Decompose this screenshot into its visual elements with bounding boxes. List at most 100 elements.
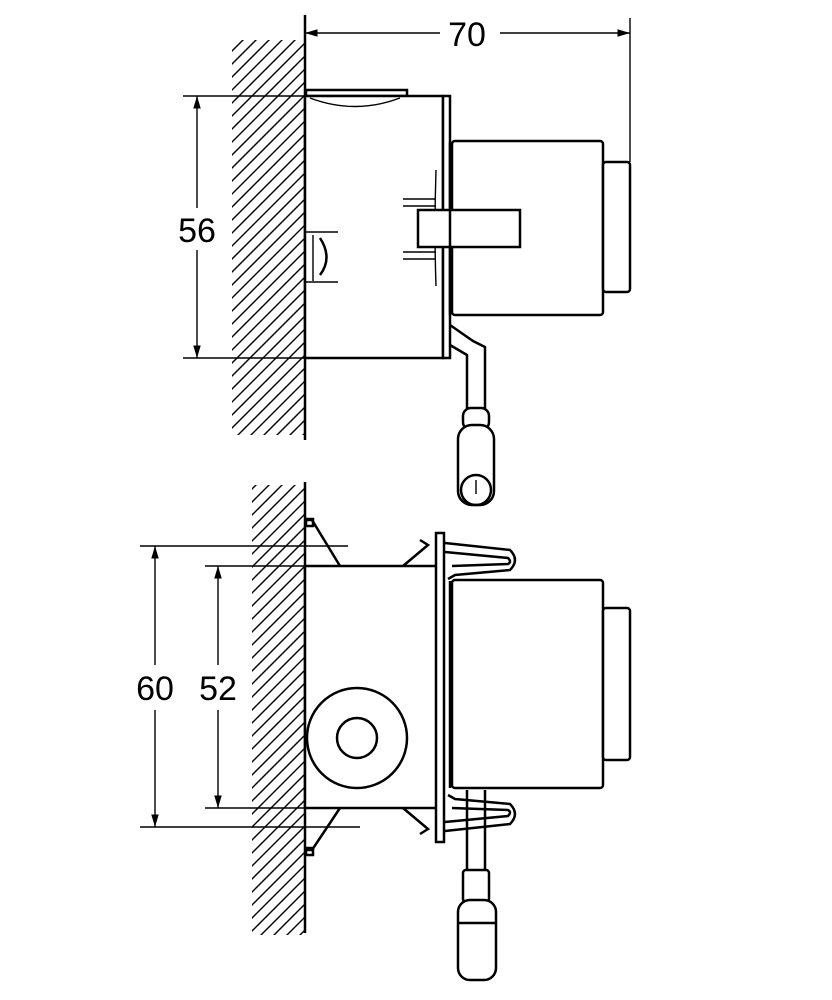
hatch-line (232, 355, 304, 429)
hatch-line (289, 420, 304, 435)
end-cap-top (601, 160, 632, 294)
hatch-line (252, 527, 304, 581)
hatch-line (230, 418, 310, 498)
hatch-line (232, 160, 304, 234)
dimension-label-52: 52 (199, 670, 237, 708)
hatch-line (252, 485, 270, 503)
hatch-line (230, 0, 310, 40)
hatch-line (252, 735, 304, 789)
housing-bottom (303, 564, 445, 810)
hatch-line (232, 43, 304, 117)
hatch-line (252, 631, 304, 685)
hatch-line (252, 839, 304, 893)
sensor-lens (305, 686, 409, 790)
hatch-line (252, 488, 304, 542)
hatch-line (252, 553, 304, 607)
hatch-line (252, 485, 283, 516)
hatch-line (252, 774, 304, 828)
hatch-line (252, 709, 304, 763)
shaft-top (416, 208, 522, 249)
hatch-line (252, 579, 304, 633)
dimension-label-60: 60 (136, 670, 174, 708)
hatch-line (232, 212, 304, 286)
hatch-line (252, 696, 304, 750)
hatch-line (252, 501, 304, 555)
cylinder-body-bottom (450, 578, 605, 790)
hatch-line (232, 40, 283, 91)
hatch-line (232, 56, 304, 130)
hatch-line (252, 566, 304, 620)
hatch-line (232, 303, 304, 377)
sensor-window (305, 231, 338, 283)
hatch-line (232, 225, 304, 299)
hatch-line (232, 82, 304, 156)
hatch-line (252, 592, 304, 646)
mounting-plate (434, 531, 446, 844)
hatch-line (237, 368, 304, 435)
hatch-line (232, 316, 304, 390)
hatch-line (252, 826, 304, 880)
spring-clip-top (444, 541, 517, 581)
hatch-line (232, 264, 304, 338)
hatch-line (232, 134, 304, 208)
hatch-line (252, 683, 304, 737)
hatch-line (252, 618, 304, 672)
cable-connector-top (449, 323, 496, 507)
hatch-line (232, 186, 304, 260)
hatch-line (230, 938, 310, 1000)
hatch-line (273, 904, 304, 935)
dimension-label-56: 56 (178, 212, 216, 250)
mounting-brackets (304, 517, 431, 857)
top-view: 70 56 (178, 0, 632, 507)
dimension-70: 70 (305, 16, 631, 162)
hatch-line (302, 433, 304, 435)
wall-hatching-top (230, 0, 310, 435)
hatch-line (232, 69, 304, 143)
hatch-line (252, 865, 304, 919)
hatch-line (232, 95, 304, 169)
hatch-line (232, 40, 257, 65)
hatch-line (252, 485, 296, 529)
hatch-line (252, 813, 304, 867)
hatch-line (232, 147, 304, 221)
hatch-line (232, 40, 244, 52)
hatch-line (252, 761, 304, 815)
spring-clip-bottom (444, 793, 517, 833)
hatch-line (252, 878, 304, 932)
dimension-52: 52 (199, 565, 305, 809)
hatch-line (232, 290, 304, 364)
hatch-line (232, 199, 304, 273)
hatch-line (252, 748, 304, 802)
dimension-56: 56 (178, 95, 305, 359)
hatch-line (232, 40, 270, 78)
hatch-line (299, 930, 304, 935)
hatch-line (252, 787, 304, 841)
hatch-line (232, 238, 304, 312)
hatch-line (232, 277, 304, 351)
wall-hatching-bottom (230, 405, 310, 1000)
hatch-line (252, 514, 304, 568)
hatch-line (250, 381, 304, 435)
hatch-line (232, 173, 304, 247)
hatch-line (276, 407, 304, 435)
hatch-line (232, 108, 304, 182)
hatch-line (286, 917, 304, 935)
hatch-line (252, 852, 304, 906)
hatch-line (252, 644, 304, 698)
hatch-line (232, 40, 296, 104)
hatch-line (252, 540, 304, 594)
hatch-line (232, 121, 304, 195)
hatch-line (232, 342, 304, 416)
hatch-line (252, 605, 304, 659)
hatch-line (232, 329, 304, 403)
hatch-line (252, 722, 304, 776)
hatch-line (232, 251, 304, 325)
hatch-line (263, 394, 304, 435)
hatch-line (252, 485, 257, 490)
hatch-line (230, 405, 310, 485)
dimension-label-70: 70 (448, 16, 486, 54)
dimension-60: 60 (136, 545, 360, 828)
hatch-line (252, 670, 304, 724)
hatch-line (252, 657, 304, 711)
